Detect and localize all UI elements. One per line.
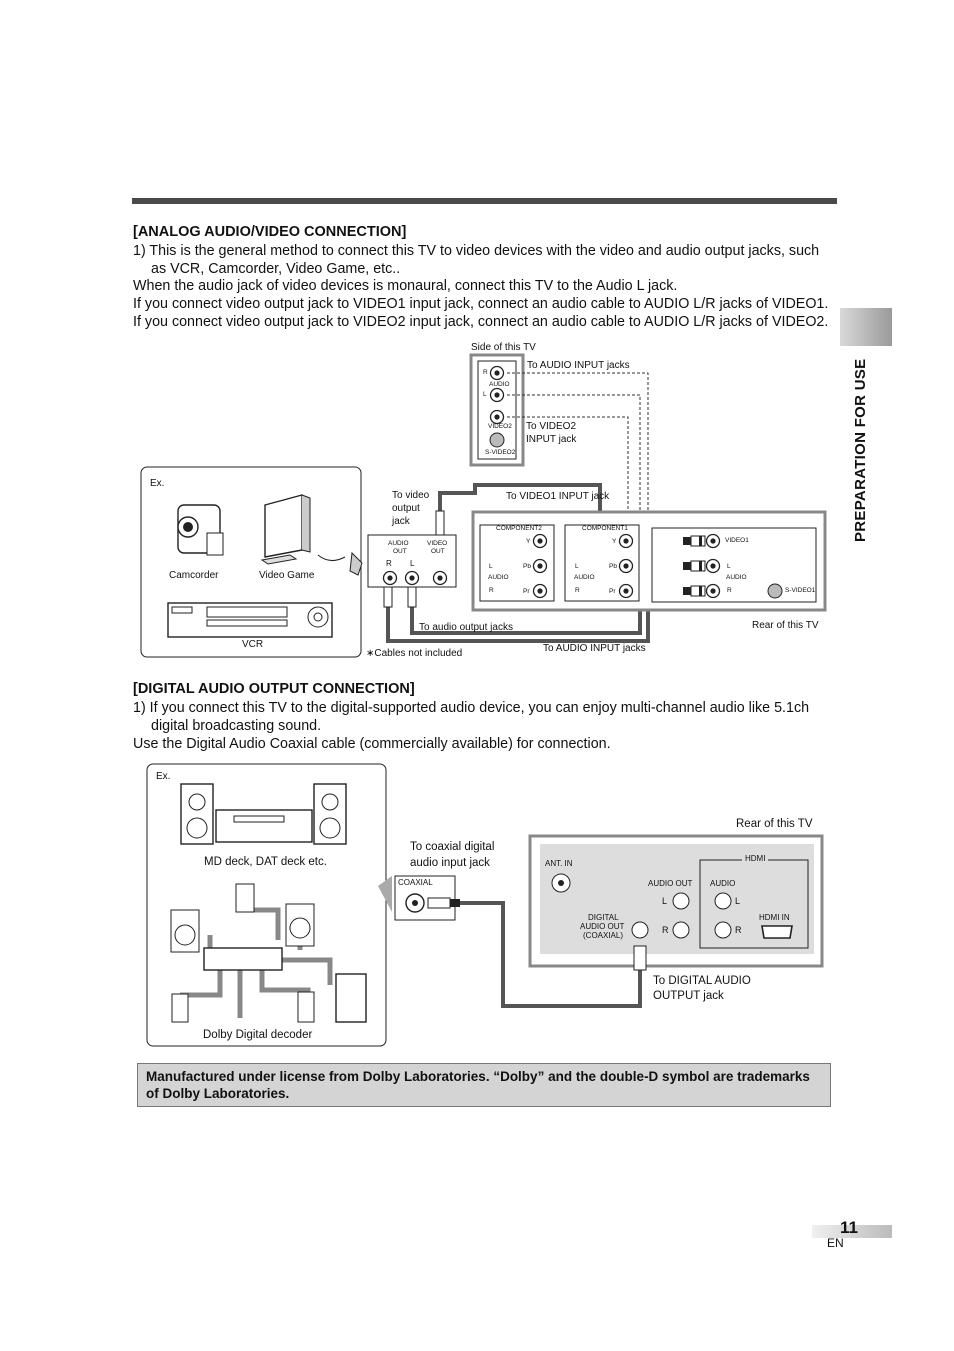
label-audio: AUDIO bbox=[710, 879, 736, 888]
camcorder-icon bbox=[177, 504, 224, 556]
label-digital-1: DIGITAL bbox=[588, 913, 619, 922]
analog-line3: When the audio jack of video devices is … bbox=[133, 278, 678, 294]
label-out-r: R bbox=[386, 559, 392, 568]
label-audio-r-2: R bbox=[735, 925, 742, 935]
dolby-license-notice: Manufactured under license from Dolby La… bbox=[137, 1063, 831, 1107]
label-to-audio-output: To audio output jacks bbox=[419, 622, 513, 633]
analog-item1-line1: 1) This is the general method to connect… bbox=[133, 243, 820, 259]
label-to-video-out-2: output bbox=[392, 503, 420, 514]
label-audio-out: AUDIO OUT bbox=[648, 879, 693, 888]
digital-connection-diagram bbox=[146, 763, 824, 1047]
video-game-icon bbox=[260, 494, 363, 576]
label-hdmi-in: HDMI IN bbox=[759, 913, 790, 922]
label-out-r-2: R bbox=[662, 925, 669, 935]
digital-line3: Use the Digital Audio Coaxial cable (com… bbox=[133, 736, 611, 752]
label-component2: COMPONENT2 bbox=[496, 525, 542, 532]
label-to-coaxial-2: audio input jack bbox=[410, 857, 490, 869]
label-to-video1-input: To VIDEO1 INPUT jack bbox=[506, 491, 610, 502]
label-out-l-2: L bbox=[662, 896, 668, 906]
label-video-out-2: OUT bbox=[431, 548, 445, 555]
dolby-decoder-icon bbox=[170, 883, 367, 1023]
label-to-coaxial-1: To coaxial digital bbox=[410, 841, 495, 853]
label-md-deck: MD deck, DAT deck etc. bbox=[204, 856, 327, 868]
label-video-out-1: VIDEO bbox=[427, 540, 448, 547]
label-v1-l: L bbox=[727, 563, 731, 570]
label-out-l: L bbox=[410, 559, 415, 568]
page-number: 11 bbox=[840, 1218, 858, 1237]
label-vcr: VCR bbox=[242, 639, 264, 650]
label-c1-y: Y bbox=[612, 538, 617, 545]
label-c1-pr: Pr bbox=[609, 588, 616, 595]
label-video-game: Video Game bbox=[259, 570, 315, 581]
label-c2-y: Y bbox=[526, 538, 531, 545]
md-deck-icon bbox=[180, 783, 347, 845]
digital-item1-line1: 1) If you connect this TV to the digital… bbox=[133, 700, 810, 716]
label-component1: COMPONENT1 bbox=[582, 525, 628, 532]
label-c1-pb: Pb bbox=[609, 563, 617, 570]
label-c2-audio: AUDIO bbox=[488, 574, 509, 581]
label-cables-not-included: ∗Cables not included bbox=[366, 648, 463, 659]
label-c1-l: L bbox=[575, 563, 579, 570]
label-audio-out-2: OUT bbox=[393, 548, 407, 555]
page-number-bar bbox=[812, 1225, 892, 1238]
label-rear-of-tv-1: Rear of this TV bbox=[752, 620, 819, 631]
label-c1-audio: AUDIO bbox=[574, 574, 595, 581]
label-hdmi: HDMI bbox=[742, 855, 769, 863]
top-rule bbox=[132, 198, 837, 204]
label-audio-l-2: L bbox=[735, 896, 741, 906]
label-ant-in: ANT. IN bbox=[545, 859, 573, 868]
analog-item1-line2: as VCR, Camcorder, Video Game, etc.. bbox=[151, 261, 401, 277]
digital-item1-line2: digital broadcasting sound. bbox=[151, 718, 322, 734]
label-to-video-out-1: To video bbox=[392, 490, 430, 501]
label-side-audio: AUDIO bbox=[489, 381, 510, 388]
label-to-video2-line2: INPUT jack bbox=[526, 434, 577, 445]
analog-line5: If you connect video output jack to VIDE… bbox=[133, 314, 829, 330]
side-tab-marker bbox=[840, 308, 892, 346]
label-digital-3: (COAXIAL) bbox=[583, 931, 624, 940]
label-to-video2-line1: To VIDEO2 bbox=[526, 421, 577, 432]
label-dolby-decoder: Dolby Digital decoder bbox=[203, 1029, 313, 1041]
analog-heading: [ANALOG AUDIO/VIDEO CONNECTION] bbox=[133, 224, 407, 240]
label-c1-r: R bbox=[575, 587, 580, 594]
label-to-audio-input-jacks: To AUDIO INPUT jacks bbox=[527, 360, 630, 371]
label-camcorder: Camcorder bbox=[169, 570, 219, 581]
label-to-digital-2: OUTPUT jack bbox=[653, 990, 724, 1002]
label-coaxial: COAXIAL bbox=[398, 878, 433, 887]
label-rear-of-tv-2: Rear of this TV bbox=[736, 818, 813, 830]
label-c2-r: R bbox=[489, 587, 494, 594]
analog-line4: If you connect video output jack to VIDE… bbox=[133, 296, 829, 312]
label-v1-r: R bbox=[727, 587, 732, 594]
label-side-of-tv: Side of this TV bbox=[471, 342, 536, 353]
digital-heading: [DIGITAL AUDIO OUTPUT CONNECTION] bbox=[133, 681, 415, 697]
label-ex-2: Ex. bbox=[156, 771, 171, 782]
label-digital-2: AUDIO OUT bbox=[580, 922, 625, 931]
label-to-digital-1: To DIGITAL AUDIO bbox=[653, 975, 751, 987]
label-c2-pb: Pb bbox=[523, 563, 531, 570]
label-c2-l: L bbox=[489, 563, 493, 570]
label-side-r: R bbox=[483, 369, 488, 376]
page-language: EN bbox=[827, 1236, 844, 1250]
label-side-l: L bbox=[483, 391, 487, 398]
label-side-s-video2: S-VIDEO2 bbox=[485, 449, 516, 456]
analog-connection-diagram bbox=[140, 353, 827, 658]
label-s-video1: S-VIDEO1 bbox=[785, 587, 816, 594]
label-v1-audio: AUDIO bbox=[726, 574, 747, 581]
label-c2-pr: Pr bbox=[523, 588, 530, 595]
vcr-icon bbox=[167, 602, 333, 638]
label-side-video2: VIDEO2 bbox=[488, 423, 512, 430]
label-audio-out-1: AUDIO bbox=[388, 540, 409, 547]
label-video1: VIDEO1 bbox=[725, 537, 749, 544]
label-to-video-out-3: jack bbox=[392, 516, 410, 527]
label-to-audio-input-bottom: To AUDIO INPUT jacks bbox=[543, 643, 646, 654]
label-ex: Ex. bbox=[150, 478, 165, 489]
